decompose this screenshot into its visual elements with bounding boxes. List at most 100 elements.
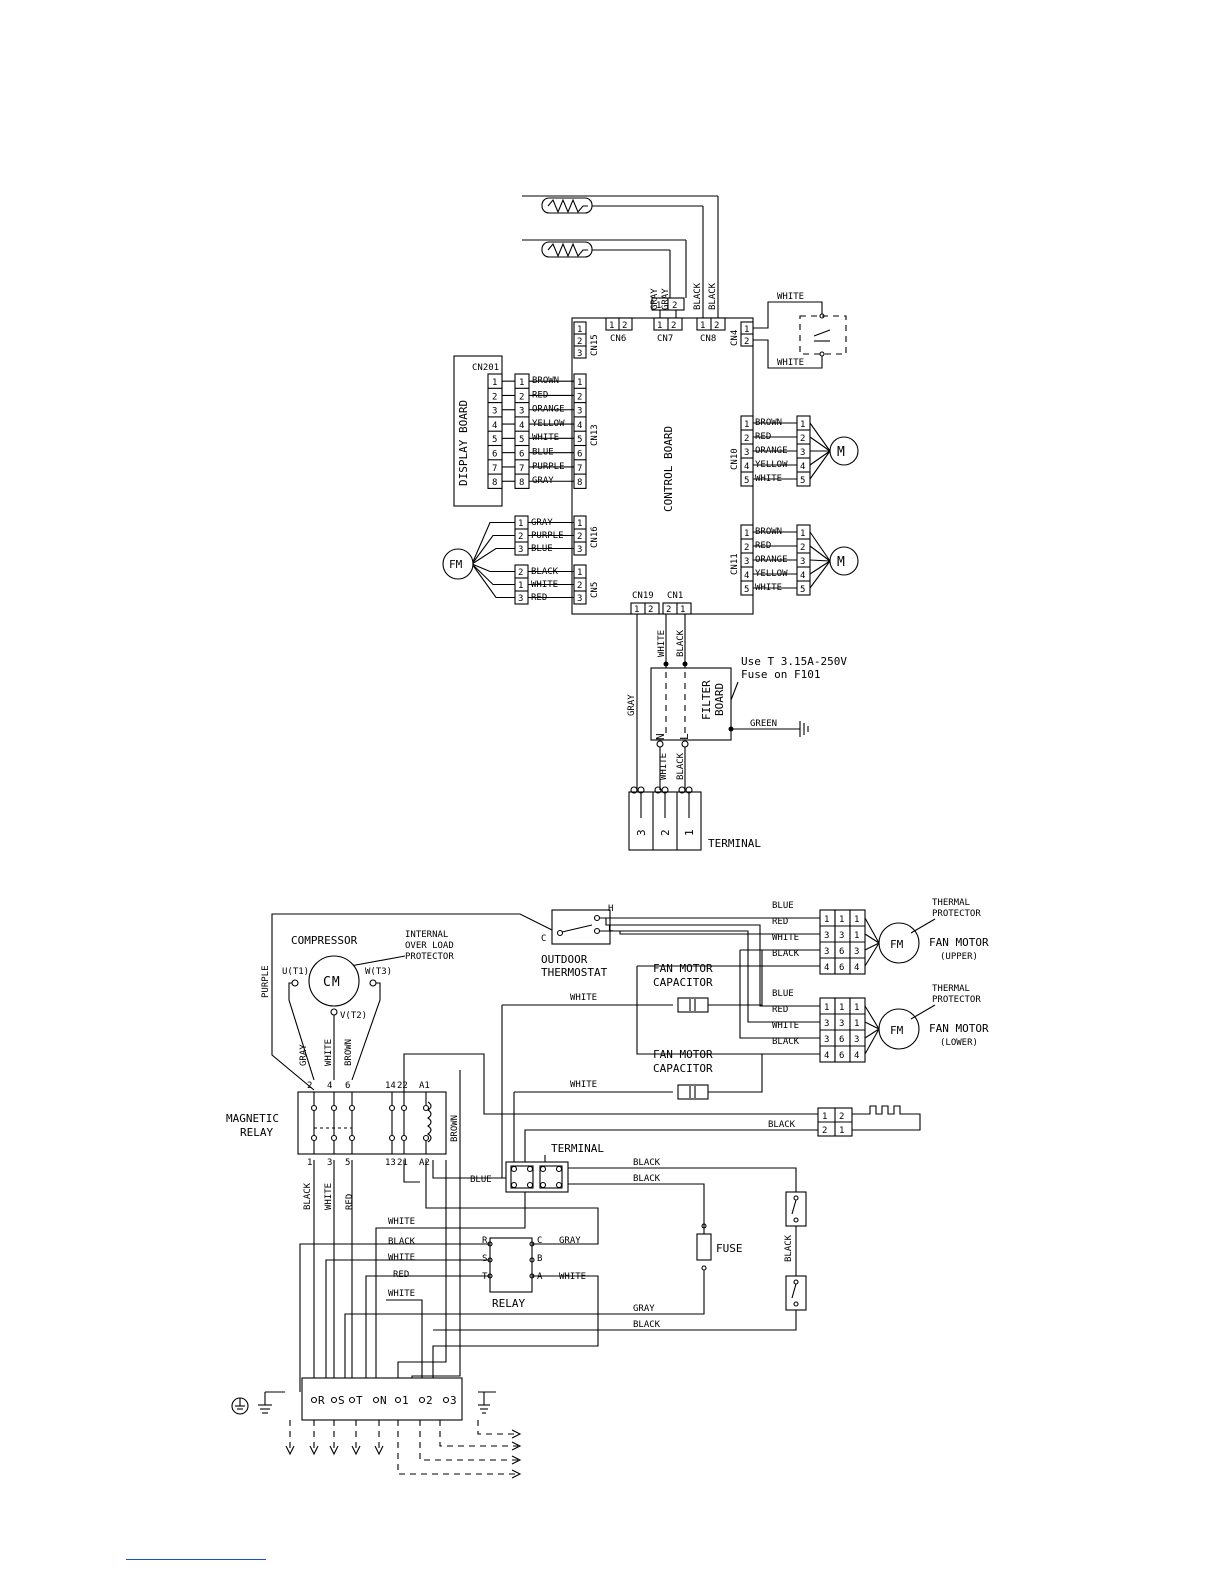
pin: 2 bbox=[744, 434, 749, 444]
svg-text:U(T1): U(T1) bbox=[282, 967, 309, 977]
ground-symbol bbox=[799, 721, 809, 737]
svg-text:R: R bbox=[482, 1236, 488, 1246]
svg-text:CN13: CN13 bbox=[590, 424, 600, 446]
thermal-label: THERMAL bbox=[932, 898, 970, 908]
fan-symbol: FM bbox=[890, 1024, 904, 1037]
pin: 3 bbox=[839, 931, 844, 941]
pin: 3 bbox=[744, 448, 749, 458]
pin: 3 bbox=[518, 545, 523, 555]
pin: 1 bbox=[824, 915, 829, 925]
pin: 1 bbox=[839, 1003, 844, 1013]
fan-position: (UPPER) bbox=[940, 952, 978, 962]
svg-text:C: C bbox=[541, 934, 546, 944]
cn201-pin: 2 bbox=[492, 392, 497, 402]
svg-text:2: 2 bbox=[671, 321, 676, 331]
pin: 3 bbox=[824, 1019, 829, 1029]
relay-pin: 21 bbox=[397, 1158, 408, 1168]
fan-position: (LOWER) bbox=[940, 1038, 978, 1048]
svg-text:W(T3): W(T3) bbox=[365, 967, 392, 977]
cn201-pin: 4 bbox=[492, 421, 497, 431]
cn13-plug-pin: 4 bbox=[519, 421, 524, 431]
cn13-plug-pin: 2 bbox=[519, 392, 524, 402]
svg-text:BLACK: BLACK bbox=[388, 1237, 416, 1247]
svg-text:1: 1 bbox=[700, 321, 705, 331]
temperature-sensor-1 bbox=[522, 195, 719, 318]
svg-text:2: 2 bbox=[577, 337, 582, 347]
wire-label: ORANGE bbox=[755, 446, 788, 456]
pin: 3 bbox=[824, 947, 829, 957]
wire-label: PURPLE bbox=[531, 531, 564, 541]
svg-text:GRAY: GRAY bbox=[650, 288, 660, 310]
terminal-label: 3 bbox=[450, 1394, 457, 1407]
svg-text:RED: RED bbox=[345, 1194, 355, 1210]
pin: 1 bbox=[577, 519, 582, 529]
svg-text:1: 1 bbox=[822, 1112, 827, 1122]
svg-text:N: N bbox=[654, 733, 667, 740]
wire-label: BROWN bbox=[755, 527, 782, 537]
svg-text:A: A bbox=[537, 1272, 543, 1282]
svg-text:2: 2 bbox=[648, 605, 653, 615]
svg-text:BLACK: BLACK bbox=[708, 282, 718, 310]
pin: 2 bbox=[577, 581, 582, 591]
wire-label: RED bbox=[772, 1005, 788, 1015]
outdoor-thermostat: C H L OUTDOOR THERMOSTAT bbox=[541, 904, 613, 979]
svg-text:BLACK: BLACK bbox=[676, 629, 686, 657]
svg-text:WHITE: WHITE bbox=[570, 993, 597, 1003]
wire-label: ORANGE bbox=[755, 555, 788, 565]
cn13-plug-pin: 7 bbox=[519, 464, 524, 474]
field-wiring-dashed bbox=[285, 1420, 522, 1479]
pin: 1 bbox=[839, 915, 844, 925]
relay-pin: 5 bbox=[345, 1158, 350, 1168]
relay-pin: 1 bbox=[307, 1158, 312, 1168]
wire-label: BROWN bbox=[755, 418, 782, 428]
svg-text:CN10: CN10 bbox=[730, 448, 740, 470]
step-motor-upper: M bbox=[829, 436, 859, 466]
connector-cn4: 1 2 CN4 WHITE WHITE bbox=[730, 292, 847, 369]
svg-text:CN6: CN6 bbox=[610, 334, 626, 344]
wire-label: RED bbox=[531, 593, 547, 603]
wire-label: BLUE bbox=[772, 989, 794, 999]
svg-text:CN19: CN19 bbox=[632, 591, 654, 601]
svg-text:H: H bbox=[608, 904, 613, 914]
pin: 3 bbox=[518, 594, 523, 604]
svg-text:WHITE: WHITE bbox=[659, 753, 669, 780]
pin: 6 bbox=[839, 1051, 844, 1061]
ground-symbol-left bbox=[231, 1391, 285, 1415]
pin: 2 bbox=[744, 543, 749, 553]
svg-text:GRAY: GRAY bbox=[559, 1236, 581, 1246]
svg-text:WHITE: WHITE bbox=[570, 1080, 597, 1090]
fan-motor-label: FAN MOTOR bbox=[929, 936, 989, 949]
svg-text:BROWN: BROWN bbox=[344, 1039, 354, 1066]
wire-label: BLUE bbox=[772, 901, 794, 911]
svg-text:RELAY: RELAY bbox=[492, 1297, 525, 1310]
svg-text:2: 2 bbox=[839, 1112, 844, 1122]
svg-text:WHITE: WHITE bbox=[388, 1217, 415, 1227]
svg-text:CN11: CN11 bbox=[730, 553, 740, 575]
fuse: FUSE bbox=[696, 1223, 743, 1271]
cn201-pin: 6 bbox=[492, 450, 497, 460]
svg-text:BLACK: BLACK bbox=[633, 1158, 661, 1168]
start-relay: R S T C B A RELAY bbox=[482, 1236, 543, 1310]
wire-label: WHITE bbox=[755, 474, 782, 484]
relay-pin: 13 bbox=[385, 1158, 396, 1168]
cn13-pin: 6 bbox=[577, 450, 582, 460]
wire-label: PURPLE bbox=[532, 462, 565, 472]
terminal-label: N bbox=[380, 1394, 387, 1407]
pin: 2 bbox=[518, 532, 523, 542]
pin: 1 bbox=[824, 1003, 829, 1013]
wire-label: BLUE bbox=[531, 544, 553, 554]
svg-text:BLACK: BLACK bbox=[768, 1120, 796, 1130]
svg-text:CN7: CN7 bbox=[657, 334, 673, 344]
svg-text:BLACK: BLACK bbox=[633, 1320, 661, 1330]
terminal-label: R bbox=[318, 1394, 325, 1407]
wire-label: WHITE bbox=[755, 583, 782, 593]
